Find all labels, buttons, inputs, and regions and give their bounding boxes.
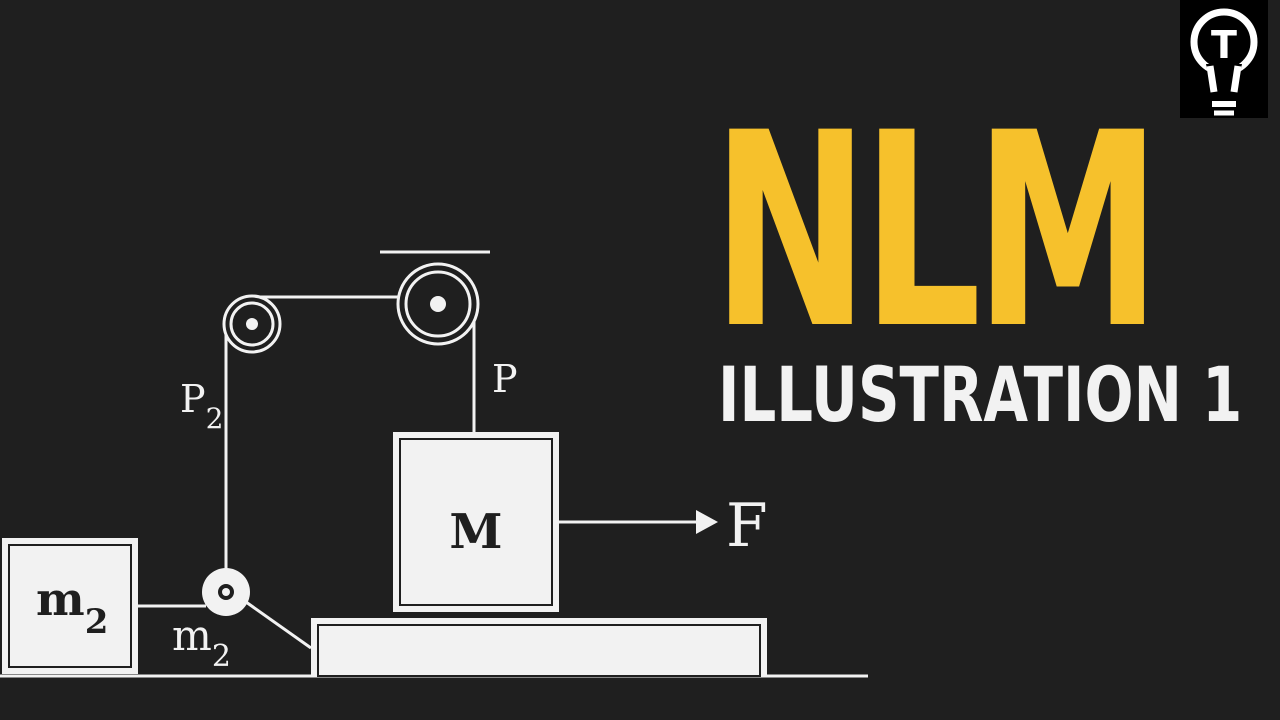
label-m2-hanging: m [172,611,212,660]
lightbulb-icon: T [1190,8,1258,116]
force-arrow-head [696,510,718,534]
logo-letter: T [1211,23,1237,67]
label-p2: P [180,377,206,421]
block-m-label: M [449,504,502,560]
block-m2-label: m [36,572,85,626]
svg-text:P2: P2 [180,377,223,435]
label-force-f: F [726,491,768,561]
pulley-upper-right [396,262,480,346]
string-diagonal [245,600,312,650]
platform-slab [311,618,767,677]
block-m2-subscript: 2 [85,602,109,642]
label-p2-subscript: 2 [206,402,224,435]
pulley-lower [202,568,250,616]
strings [138,295,700,650]
svg-text:m2: m2 [172,611,231,674]
title-subtitle: ILLUSTRATION 1 [718,350,1243,439]
svg-text:m2: m2 [36,572,108,642]
block-m2: m2 [2,538,138,674]
block-m: M [393,432,559,612]
pulley-upper-left [222,294,282,354]
label-m2-hanging-subscript: 2 [212,639,231,674]
label-p: P [492,357,518,401]
channel-logo: T [1180,0,1268,118]
title-main: NLM [712,76,1161,388]
